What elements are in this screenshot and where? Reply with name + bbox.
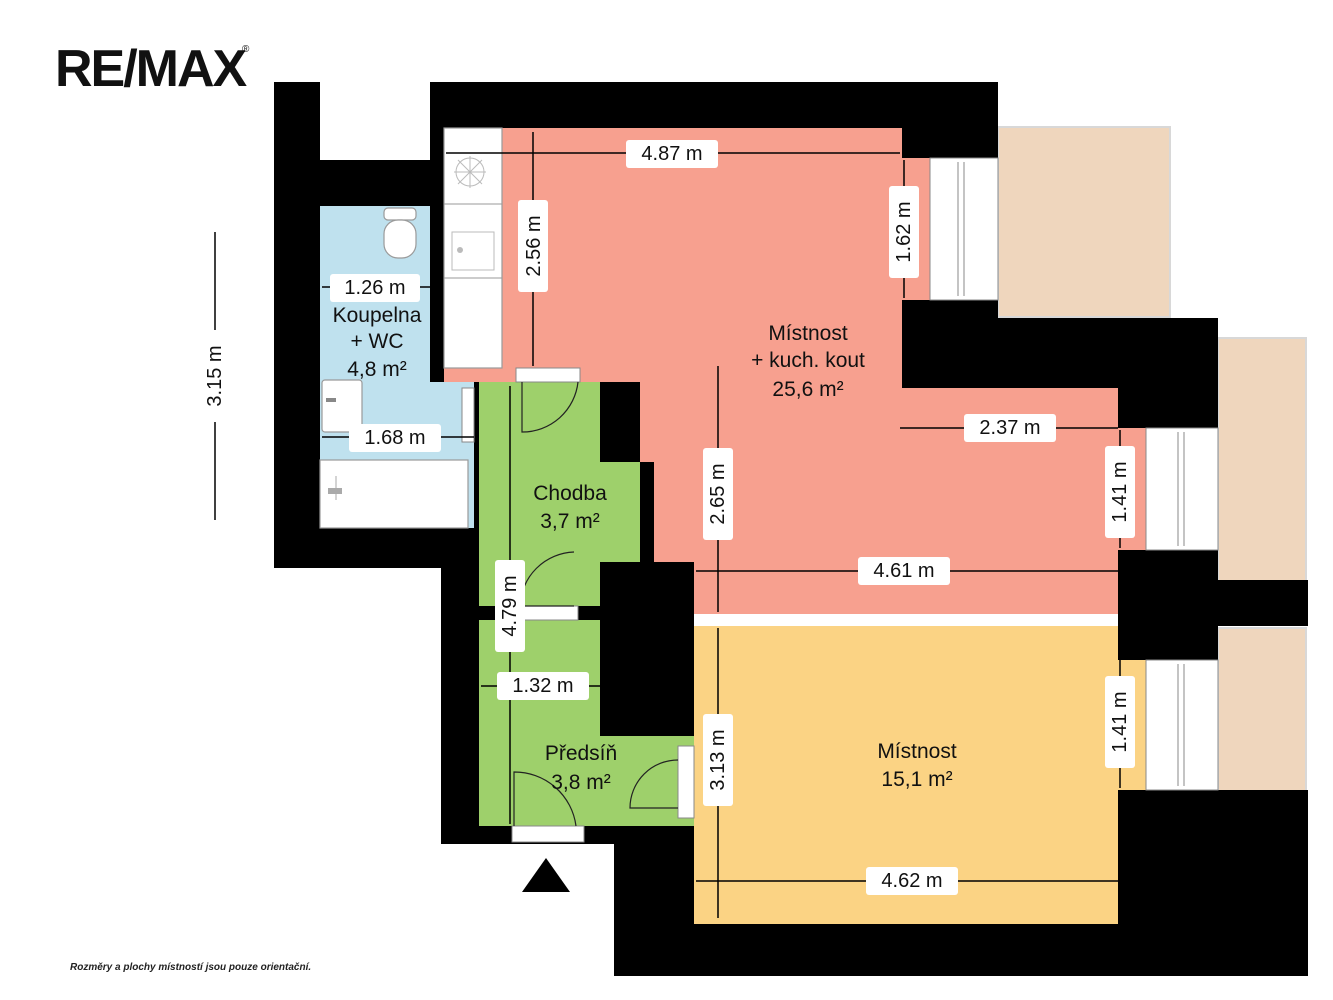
door-frame-entrance [511, 825, 585, 843]
svg-text:2.37 m: 2.37 m [979, 417, 1040, 439]
label-living: Místnost + kuch. kout 25,6 m² [751, 322, 865, 401]
label-room: Místnost 15,1 m² [877, 740, 957, 791]
window-room [1145, 659, 1219, 791]
svg-text:4,8 m²: 4,8 m² [347, 358, 407, 381]
remax-logo: RE/MAX ® [55, 40, 250, 98]
svg-text:4.61 m: 4.61 m [873, 560, 934, 582]
dim-bath-width-upper: 1.26 m [330, 274, 420, 302]
dim-living-right-width: 2.37 m [964, 414, 1056, 442]
svg-text:3.15 m: 3.15 m [204, 345, 226, 406]
svg-text:Koupelna: Koupelna [333, 304, 422, 327]
dim-total-left-height: 3.15 m [200, 330, 230, 422]
dim-window-mid: 1.41 m [1105, 446, 1135, 538]
svg-text:Chodba: Chodba [533, 482, 607, 505]
label-hallway: Předsíň 3,8 m² [545, 742, 617, 794]
svg-text:1.41 m: 1.41 m [1109, 691, 1131, 752]
window-living [1145, 427, 1219, 551]
dim-room-width: 4.62 m [866, 867, 958, 895]
svg-text:1.62 m: 1.62 m [893, 201, 915, 262]
dim-window-room: 1.41 m [1105, 676, 1135, 768]
svg-text:2.65 m: 2.65 m [707, 463, 729, 524]
dim-living-top-width: 4.87 m [626, 140, 718, 168]
living-room-floor [444, 128, 1118, 614]
dim-living-height: 2.65 m [703, 448, 733, 540]
kitchen-counter [443, 127, 503, 369]
svg-text:+ kuch. kout: + kuch. kout [751, 349, 865, 372]
sink-icon [451, 231, 495, 271]
room-floor [694, 626, 1118, 924]
door-frame-corridor [517, 605, 579, 621]
dim-window-top: 1.62 m [889, 186, 919, 278]
stove-icon [454, 156, 486, 188]
svg-text:4.79 m: 4.79 m [499, 575, 521, 636]
svg-text:4.62 m: 4.62 m [881, 870, 942, 892]
dim-living-bottom-width: 4.61 m [858, 557, 950, 585]
svg-text:+ WC: + WC [350, 330, 403, 353]
door-swing-living [521, 381, 579, 433]
dim-hallway-width: 1.32 m [497, 672, 589, 700]
balcony-top [997, 126, 1171, 318]
sink-bathroom-icon [321, 379, 363, 433]
dim-hall-height: 4.79 m [495, 560, 525, 652]
disclaimer-note: Rozměry a plochy místností jsou pouze or… [70, 962, 312, 973]
svg-text:1.32 m: 1.32 m [512, 675, 573, 697]
svg-text:25,6 m²: 25,6 m² [772, 378, 843, 401]
label-bathroom: Koupelna + WC 4,8 m² [333, 304, 422, 381]
svg-text:Místnost: Místnost [877, 740, 957, 763]
door-frame-living [515, 367, 581, 383]
svg-text:1.68 m: 1.68 m [364, 427, 425, 449]
toilet-icon [383, 207, 417, 259]
svg-text:Předsíň: Předsíň [545, 742, 617, 765]
svg-text:1.41 m: 1.41 m [1109, 461, 1131, 522]
dim-living-kitchen-height: 2.56 m [518, 200, 548, 292]
balcony-middle [1217, 337, 1307, 582]
svg-text:3.13 m: 3.13 m [707, 729, 729, 790]
dim-room-height: 3.13 m [703, 714, 733, 806]
svg-text:2.56 m: 2.56 m [523, 215, 545, 276]
logo-registered-mark: ® [242, 44, 250, 55]
door-swing-entrance [513, 771, 577, 827]
svg-text:Místnost: Místnost [768, 322, 848, 345]
window-hallway [677, 745, 695, 819]
door-frame-bathroom [461, 387, 475, 443]
label-corridor: Chodba 3,7 m² [533, 482, 607, 533]
svg-text:4.87 m: 4.87 m [641, 143, 702, 165]
svg-text:1.26 m: 1.26 m [344, 277, 405, 299]
svg-text:15,1 m²: 15,1 m² [881, 768, 952, 791]
logo-text: RE/MAX [55, 40, 248, 98]
entrance-arrow-icon [522, 858, 570, 892]
corridor-floor [479, 382, 640, 606]
bathtub-icon [319, 459, 469, 529]
svg-text:3,7 m²: 3,7 m² [540, 510, 600, 533]
dim-bath-width-lower: 1.68 m [349, 424, 441, 452]
svg-text:3,8 m²: 3,8 m² [551, 771, 611, 794]
door-swing-hallway [629, 759, 679, 809]
